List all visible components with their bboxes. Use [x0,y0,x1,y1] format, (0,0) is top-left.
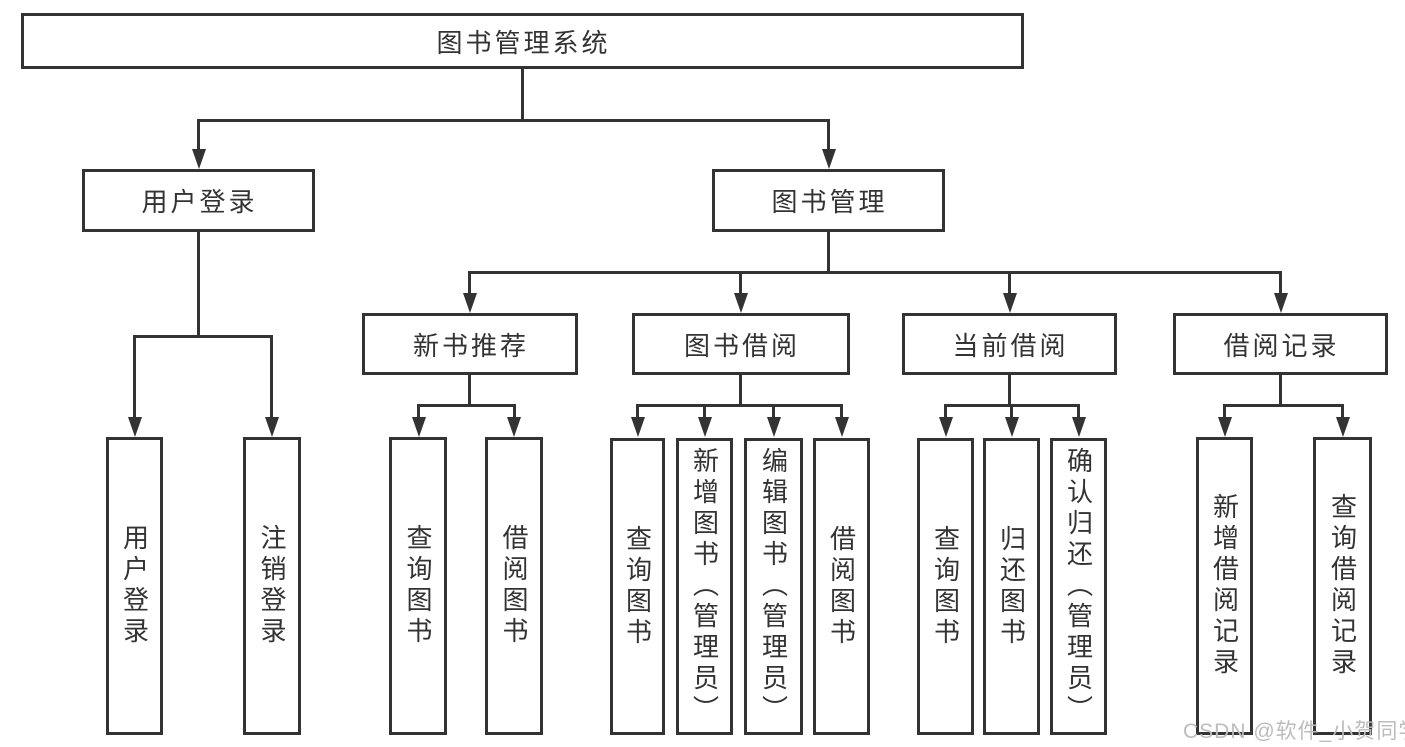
leaf-borrow-books-borrow: 借阅图书 [813,438,870,735]
leaf-label: 查询图书 [403,524,433,648]
node-new-book-recommend: 新书推荐 [362,313,578,375]
connector [468,375,471,407]
connector [827,232,830,274]
arrowhead-down-icon [1336,417,1350,437]
node-user-login: 用户登录 [82,169,315,232]
node-label: 当前借阅 [952,330,1069,361]
arrowhead-down-icon [507,417,521,437]
connector [513,404,516,420]
node-book-borrow: 图书借阅 [632,313,850,375]
leaf-label: 查询图书 [622,524,653,649]
arrowhead-down-icon [265,417,279,437]
connector [133,335,273,338]
arrowhead-down-icon [128,417,142,437]
arrowhead-down-icon [835,417,849,437]
connector [1341,404,1344,420]
connector [636,404,843,407]
arrowhead-down-icon [939,417,953,437]
connector [197,119,830,122]
arrowhead-down-icon [1218,417,1232,437]
arrowhead-down-icon [463,293,477,313]
leaf-label: 查询借阅记录 [1327,493,1358,679]
connector [739,375,742,407]
connector [1008,375,1011,407]
connector [1008,271,1011,296]
leaf-label: 查询图书 [930,524,961,649]
connector [1279,271,1282,296]
node-label: 借阅记录 [1223,330,1340,361]
leaf-edit-books-admin: 编辑图书（管理员） [744,438,803,735]
node-label: 图书管理 [771,187,888,217]
connector [1010,404,1013,420]
connector [1223,404,1226,420]
connector [703,404,706,420]
connector [521,69,524,122]
connector [1223,404,1344,407]
arrowhead-down-icon [1274,293,1288,313]
leaf-add-books-admin: 新增图书（管理员） [676,438,733,735]
node-book-management: 图书管理 [712,169,945,232]
leaf-logout: 注销登录 [243,437,301,735]
connector [270,335,273,420]
connector [944,404,947,420]
leaf-label: 新增借阅记录 [1209,493,1240,679]
leaf-label: 编辑图书（管理员） [758,447,789,726]
connector [840,404,843,420]
leaf-user-login: 用户登录 [106,437,163,735]
arrowhead-down-icon [1005,417,1019,437]
connector [468,271,471,296]
leaf-query-books-recommend: 查询图书 [389,437,447,735]
node-label: 新书推荐 [412,330,529,361]
leaf-label: 借阅图书 [826,524,857,649]
leaf-label: 新增图书（管理员） [689,447,720,726]
leaf-borrow-books-recommend: 借阅图书 [485,437,543,735]
connector [739,271,742,296]
leaf-query-books-borrow: 查询图书 [610,438,665,735]
connector [772,404,775,420]
arrowhead-down-icon [192,149,206,169]
arrowhead-down-icon [698,417,712,437]
connector [417,404,420,420]
leaf-add-borrow-record: 新增借阅记录 [1196,437,1253,735]
arrowhead-down-icon [734,293,748,313]
node-label: 用户登录 [141,187,258,217]
leaf-label: 借阅图书 [499,524,529,648]
leaf-label: 归还图书 [996,524,1027,649]
node-borrow-records: 借阅记录 [1173,313,1388,375]
connector [133,335,136,420]
connector [417,404,516,407]
arrowhead-down-icon [1003,293,1017,313]
leaf-label: 用户登录 [119,524,150,648]
arrowhead-down-icon [822,149,836,169]
leaf-confirm-return-admin: 确认归还（管理员） [1050,438,1107,735]
connector [468,271,1282,274]
connector [197,119,200,152]
connector [197,232,200,338]
csdn-watermark: CSDN @软件_小贺同学 [1183,720,1405,743]
arrowhead-down-icon [412,417,426,437]
connector [636,404,639,420]
arrowhead-down-icon [767,417,781,437]
leaf-return-books: 归还图书 [983,438,1040,735]
leaf-query-books-current: 查询图书 [917,438,974,735]
node-current-borrow: 当前借阅 [902,313,1117,375]
leaf-query-borrow-record: 查询借阅记录 [1313,437,1372,735]
arrowhead-down-icon [1072,417,1086,437]
node-root-system: 图书管理系统 [21,13,1024,69]
connector [1077,404,1080,420]
arrowhead-down-icon [631,417,645,437]
node-label: 图书借阅 [683,330,800,361]
connector [1279,375,1282,407]
leaf-label: 确认归还（管理员） [1063,447,1094,726]
connector [827,119,830,152]
node-label: 图书管理系统 [436,27,611,58]
leaf-label: 注销登录 [257,524,287,648]
